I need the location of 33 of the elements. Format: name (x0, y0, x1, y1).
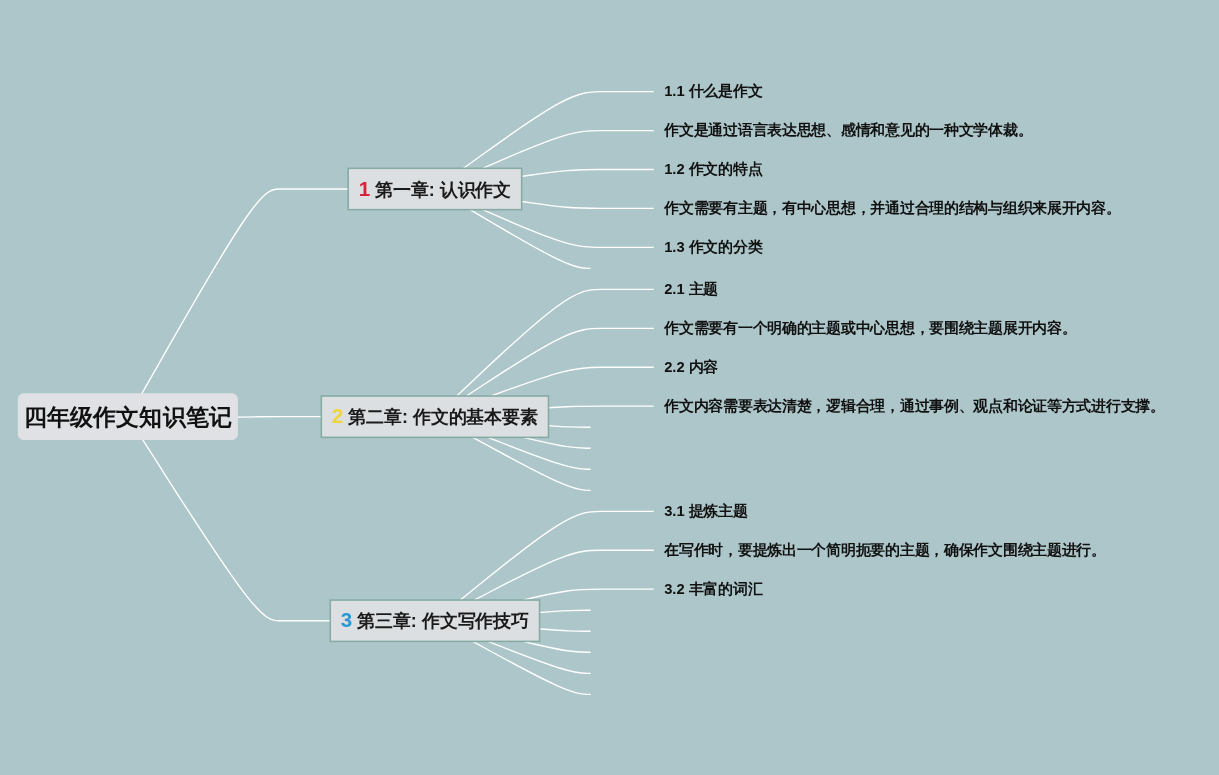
connector (473, 549, 655, 601)
connector (459, 510, 655, 601)
connector (462, 91, 655, 169)
connector (237, 416, 322, 418)
node-box: 1 第一章: 认识作文 (347, 167, 523, 211)
connector (469, 208, 592, 270)
node-text: 2.2 内容 (664, 358, 719, 376)
connector (465, 327, 655, 397)
node-box: 2 第二章: 作文的基本要素 (320, 395, 550, 439)
node-text: 作文需要有主题，有中心思想，并通过合理的结构与组织来展开内容。 (664, 199, 1121, 217)
connector (521, 200, 655, 210)
connector (472, 436, 592, 491)
connector (487, 436, 592, 470)
node-text: 在写作时，要提炼出一个简明扼要的主题，确保作文围绕主题进行。 (664, 541, 1106, 559)
connector (481, 129, 655, 169)
connector (472, 640, 592, 696)
node-text: 3.1 提炼主题 (664, 502, 748, 520)
node-text: 3.2 丰富的词汇 (664, 580, 763, 598)
connector (456, 288, 655, 397)
node-text: 1.3 作文的分类 (664, 238, 763, 256)
connector (521, 168, 655, 178)
node-text: 作文内容需要表达清楚，逻辑合理，通过事例、观点和论证等方式进行支撑。 (664, 397, 1165, 415)
node-text: 作文是通过语言表达思想、感情和意见的一种文学体裁。 (664, 121, 1033, 139)
connector (487, 640, 592, 674)
node-text: 2.1 主题 (664, 280, 719, 298)
node-text: 作文需要有一个明确的主题或中心思想，要围绕主题展开内容。 (664, 319, 1077, 337)
node-text: 1.2 作文的特点 (664, 160, 763, 178)
connector (142, 439, 331, 622)
connector (140, 188, 349, 396)
node-box: 3 第三章: 作文写作技巧 (329, 599, 541, 643)
connector (490, 366, 655, 397)
node-text: 1.1 什么是作文 (664, 82, 763, 100)
connector (481, 208, 655, 249)
